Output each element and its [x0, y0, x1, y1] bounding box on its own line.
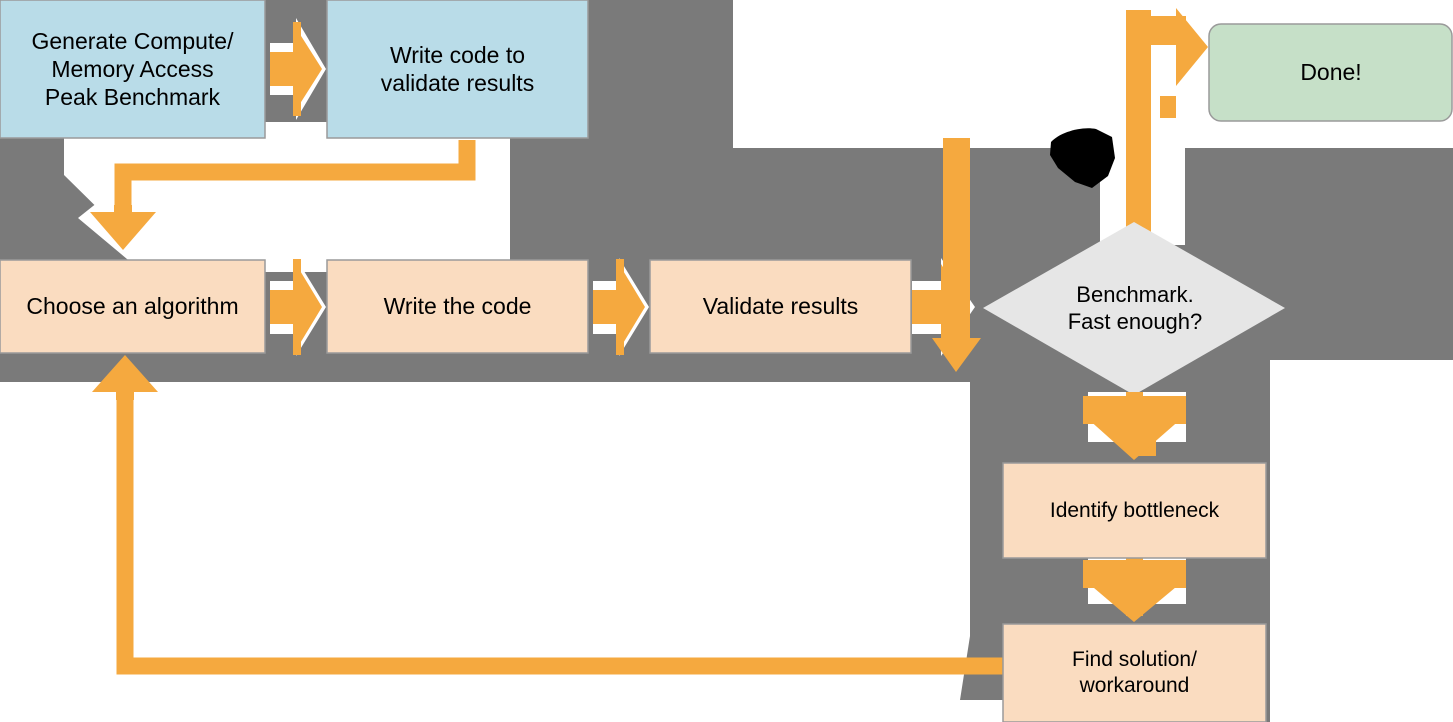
- generate-benchmark-box: [0, 0, 266, 139]
- done-box: [1208, 23, 1453, 122]
- edge-validate-to-benchmark: [912, 138, 981, 372]
- write-code-box: [326, 259, 589, 354]
- edge-benchmark-to-done: [1050, 8, 1208, 250]
- identify-bottleneck-box: [1002, 462, 1267, 559]
- benchmark-decision-shape: [983, 222, 1285, 395]
- edge-write-code-to-validate: [593, 258, 649, 356]
- choose-algorithm-box: [0, 259, 266, 354]
- write-validation-code-box: [326, 0, 589, 139]
- edge-generate-to-write-validation: [270, 18, 326, 120]
- validate-results-box: [649, 259, 912, 354]
- edge-find-solution-to-choose-algorithm: [92, 355, 1003, 675]
- find-solution-box: [1002, 623, 1267, 722]
- edge-identify-to-find: [1083, 556, 1186, 622]
- edge-benchmark-to-identify: [1083, 392, 1186, 460]
- edge-choose-to-write-code: [270, 258, 326, 356]
